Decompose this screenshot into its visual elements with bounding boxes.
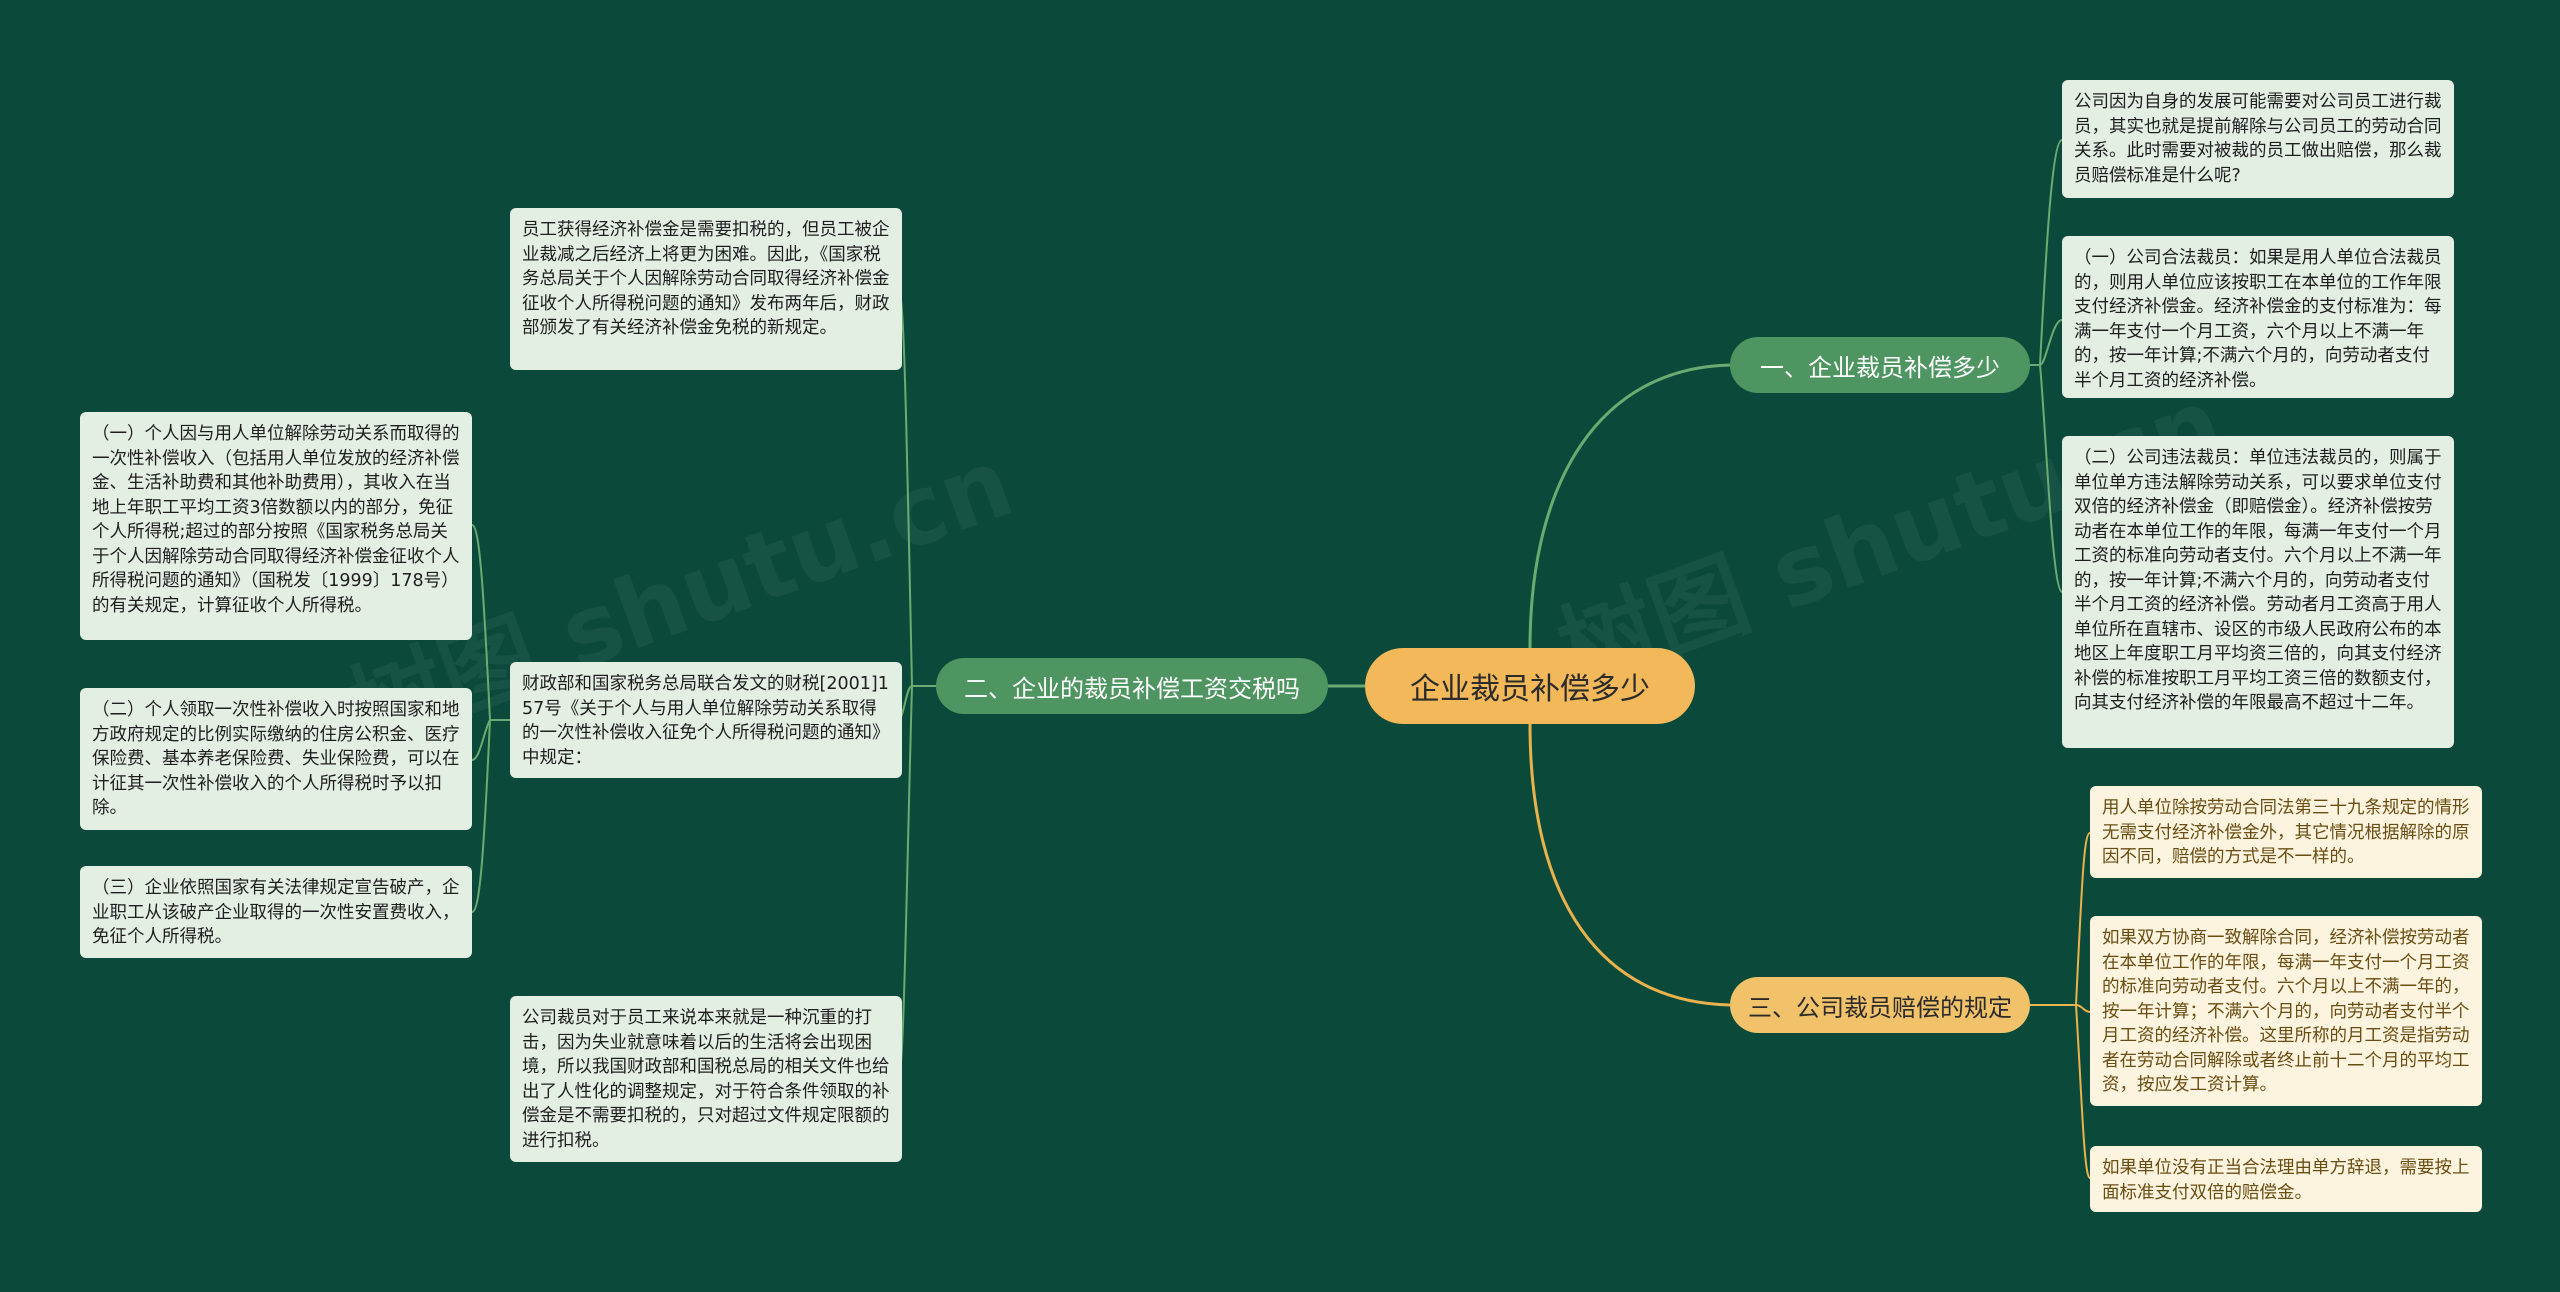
- root-topic[interactable]: 企业裁员补偿多少: [1365, 648, 1695, 724]
- leaf-regulation-2[interactable]: 如果双方协商一致解除合同，经济补偿按劳动者在本单位工作的年限，每满一年支付一个月…: [2090, 916, 2482, 1106]
- branch-topic-tax[interactable]: 二、企业的裁员补偿工资交税吗: [936, 658, 1328, 714]
- leaf-tax-background[interactable]: 员工获得经济补偿金是需要扣税的，但员工被企业裁减之后经济上将更为困难。因此，《国…: [510, 208, 902, 370]
- branch-topic-regulations[interactable]: 三、公司裁员赔偿的规定: [1730, 977, 2030, 1033]
- leaf-tax-rule-1[interactable]: （一）个人因与用人单位解除劳动关系而取得的一次性补偿收入（包括用人单位发放的经济…: [80, 412, 472, 640]
- leaf-regulation-3[interactable]: 如果单位没有正当合法理由单方辞退，需要按上面标准支付双倍的赔偿金。: [2090, 1146, 2482, 1212]
- leaf-legal-layoff[interactable]: （一）公司合法裁员：如果是用人单位合法裁员的，则用人单位应该按职工在本单位的工作…: [2062, 236, 2454, 398]
- branch-topic-compensation-amount[interactable]: 一、企业裁员补偿多少: [1730, 337, 2030, 393]
- leaf-tax-rule-3[interactable]: （三）企业依照国家有关法律规定宣告破产，企业职工从该破产企业取得的一次性安置费收…: [80, 866, 472, 958]
- leaf-tax-rule-2[interactable]: （二）个人领取一次性补偿收入时按照国家和地方政府规定的比例实际缴纳的住房公积金、…: [80, 688, 472, 830]
- leaf-intro[interactable]: 公司因为自身的发展可能需要对公司员工进行裁员，其实也就是提前解除与公司员工的劳动…: [2062, 80, 2454, 198]
- leaf-tax-notice[interactable]: 财政部和国家税务总局联合发文的财税[2001]157号《关于个人与用人单位解除劳…: [510, 662, 902, 778]
- leaf-illegal-layoff[interactable]: （二）公司违法裁员：单位违法裁员的，则属于单位单方违法解除劳动关系，可以要求单位…: [2062, 436, 2454, 748]
- leaf-regulation-1[interactable]: 用人单位除按劳动合同法第三十九条规定的情形无需支付经济补偿金外，其它情况根据解除…: [2090, 786, 2482, 878]
- leaf-tax-summary[interactable]: 公司裁员对于员工来说本来就是一种沉重的打击，因为失业就意味着以后的生活将会出现困…: [510, 996, 902, 1162]
